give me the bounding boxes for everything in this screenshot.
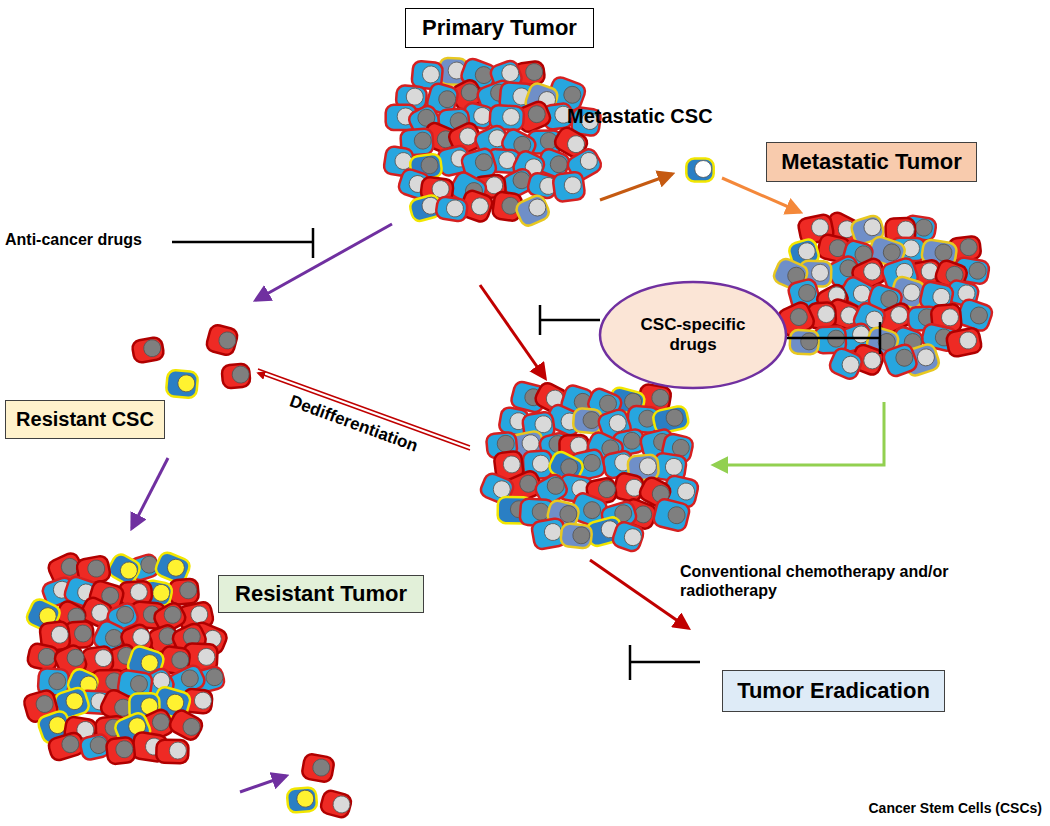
cell <box>205 323 239 356</box>
inhibitor-bar <box>312 228 315 258</box>
cell <box>560 523 592 549</box>
arrow <box>132 458 168 528</box>
drug-ellipse: CSC-specific drugs <box>598 280 788 390</box>
cell <box>686 159 713 182</box>
inhibitors <box>172 228 880 680</box>
node-label: Tumor Eradication <box>737 678 930 703</box>
stage-box: Resistant CSC <box>5 400 165 439</box>
therapy-label: Conventional chemotherapy and/or radioth… <box>680 562 960 600</box>
arrow <box>256 224 392 300</box>
node-label: Primary Tumor <box>422 15 577 40</box>
cell-clusters <box>22 57 994 819</box>
cell <box>287 787 318 813</box>
cell <box>827 346 864 381</box>
inhibitor-bar <box>539 305 542 335</box>
arrow <box>600 174 672 200</box>
cell <box>611 520 645 553</box>
arrow <box>480 285 545 378</box>
cell <box>552 171 585 202</box>
node-label: CSC-specific drugs <box>628 315 758 354</box>
node-label: Resistant CSC <box>16 408 154 431</box>
cell <box>319 789 353 819</box>
cell <box>652 498 691 533</box>
arrow <box>714 402 884 465</box>
cell <box>166 370 199 399</box>
inhibitor-bar <box>629 645 632 680</box>
title-box: Primary Tumor <box>405 8 594 48</box>
stage-label: Metastatic CSC <box>567 104 713 128</box>
inhibitor-line <box>630 661 700 664</box>
process-label: Dedifferentiation <box>287 391 421 456</box>
cell <box>167 708 205 743</box>
cell <box>514 193 551 228</box>
cell <box>789 330 819 355</box>
inhibitor-line <box>540 319 600 322</box>
stage-box: Metastatic Tumor <box>766 142 977 182</box>
node-label: Metastatic Tumor <box>781 149 962 174</box>
stage-box: Tumor Eradication <box>722 670 945 712</box>
cell <box>156 739 189 763</box>
cell <box>435 196 468 222</box>
cell <box>945 327 982 358</box>
cell <box>169 578 199 605</box>
drug-label: Anti-cancer drugs <box>5 230 142 249</box>
cell <box>106 737 136 765</box>
inhibitor-line <box>172 241 313 244</box>
stage-box: Resistant Tumor <box>218 575 424 613</box>
cell <box>131 336 164 363</box>
cell <box>221 363 250 388</box>
cell <box>882 342 919 378</box>
inhibitor-bar <box>879 322 882 354</box>
cell <box>301 753 335 783</box>
arrow <box>722 178 800 212</box>
arrow <box>240 776 286 792</box>
node-label: Resistant Tumor <box>235 581 407 606</box>
arrow <box>590 560 688 628</box>
figure-note: Cancer Stem Cells (CSCs) <box>868 800 1042 817</box>
